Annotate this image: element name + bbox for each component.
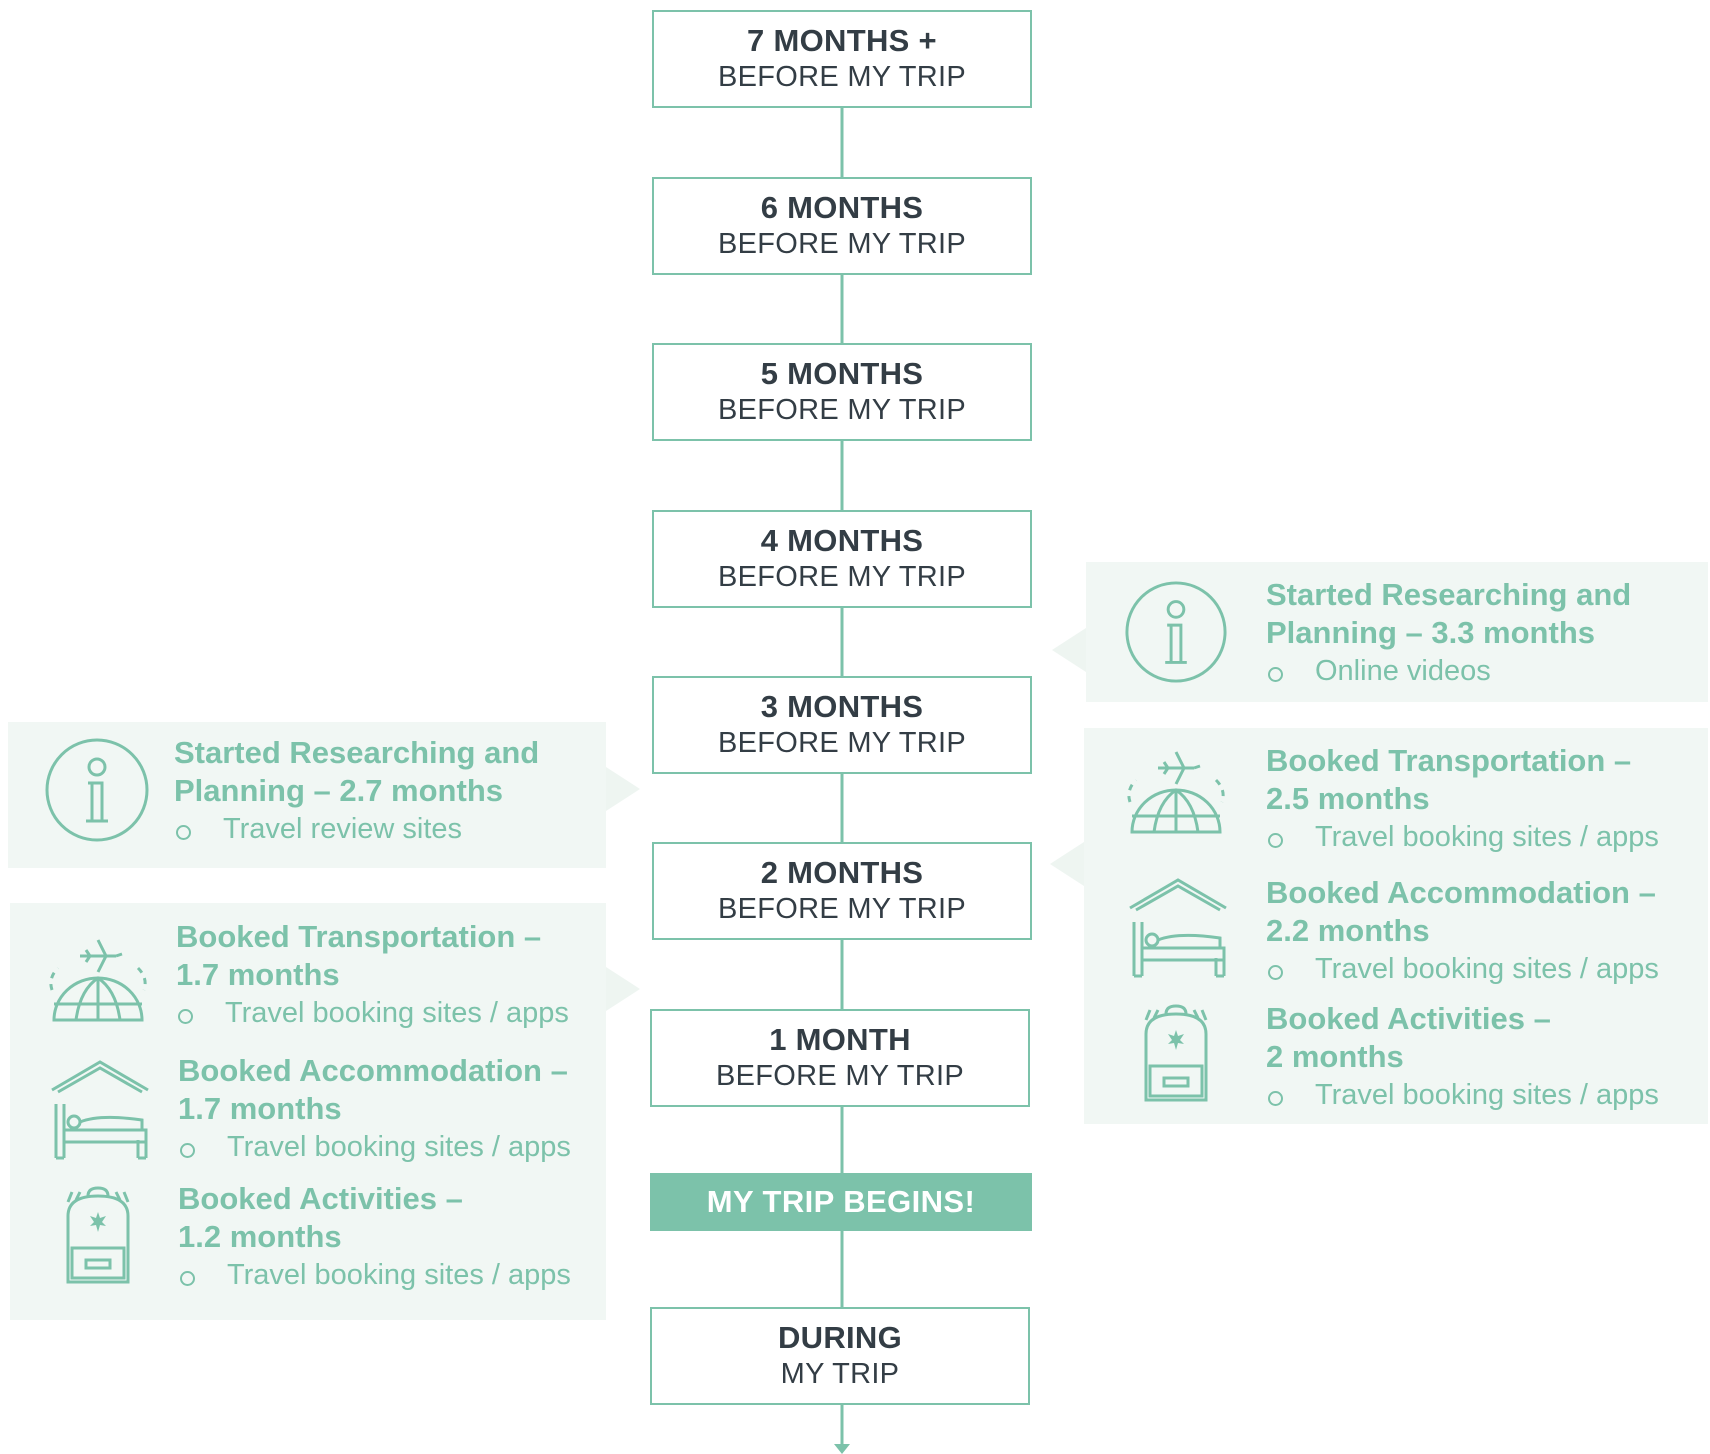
right-transportation-entry: Booked Transportation – 2.5 months Trave… bbox=[1266, 742, 1659, 856]
bed-icon bbox=[1128, 878, 1228, 978]
entry-source-text: Online videos bbox=[1315, 655, 1491, 687]
entry-source-text: Travel booking sites / apps bbox=[1315, 953, 1659, 985]
bullet-icon bbox=[180, 1270, 195, 1286]
info-icon bbox=[44, 737, 150, 843]
entry-title: Booked Accommodation – bbox=[1266, 875, 1656, 910]
entry-source: Travel booking sites / apps bbox=[176, 994, 569, 1032]
entry-title: Started Researching and bbox=[174, 735, 540, 770]
left-accommodation-entry: Booked Accommodation – 1.7 months Travel… bbox=[178, 1052, 571, 1166]
left-transportation-entry: Booked Transportation – 1.7 months Trave… bbox=[176, 918, 569, 1032]
right-booking-pointer bbox=[1050, 842, 1084, 886]
stage-title: 4 MONTHS bbox=[760, 523, 924, 558]
stage-title: 7 MONTHS + bbox=[747, 23, 937, 58]
entry-title: 1.2 months bbox=[178, 1219, 342, 1254]
stage-subtitle: BEFORE MY TRIP bbox=[715, 1060, 965, 1092]
trip-begins-banner: MY TRIP BEGINS! bbox=[650, 1173, 1032, 1231]
entry-title: Booked Activities – bbox=[178, 1181, 463, 1216]
entry-source-text: Travel booking sites / apps bbox=[227, 1259, 571, 1291]
entry-title: Planning – 2.7 months bbox=[174, 773, 503, 808]
bullet-icon bbox=[1268, 666, 1283, 682]
entry-title: 1.7 months bbox=[176, 957, 340, 992]
left-activities-entry: Booked Activities – 1.2 months Travel bo… bbox=[178, 1180, 571, 1294]
left-booking-pointer bbox=[606, 967, 640, 1011]
entry-title: 1.7 months bbox=[178, 1091, 342, 1126]
stage-subtitle: BEFORE MY TRIP bbox=[717, 61, 967, 93]
stage-3-months: 3 MONTHS BEFORE MY TRIP bbox=[652, 676, 1032, 774]
bullet-icon bbox=[176, 824, 191, 840]
entry-source-text: Travel booking sites / apps bbox=[1315, 1079, 1659, 1111]
entry-source-text: Travel review sites bbox=[223, 813, 463, 845]
entry-source: Travel booking sites / apps bbox=[1266, 950, 1659, 988]
stage-subtitle: BEFORE MY TRIP bbox=[717, 228, 967, 260]
stage-title: 5 MONTHS bbox=[760, 356, 924, 391]
entry-source: Travel booking sites / apps bbox=[1266, 818, 1659, 856]
entry-title: 2 months bbox=[1266, 1039, 1404, 1074]
stage-subtitle: BEFORE MY TRIP bbox=[717, 893, 967, 925]
right-research-entry: Started Researching and Planning – 3.3 m… bbox=[1266, 576, 1631, 690]
stage-title: 3 MONTHS bbox=[760, 689, 924, 724]
bullet-icon bbox=[1268, 832, 1283, 848]
right-research-pointer bbox=[1052, 628, 1086, 672]
left-research-pointer bbox=[606, 767, 640, 811]
entry-source: Travel review sites bbox=[174, 810, 539, 848]
left-research-panel bbox=[8, 722, 606, 868]
entry-source: Travel booking sites / apps bbox=[178, 1128, 571, 1166]
entry-title: Booked Transportation – bbox=[1266, 743, 1632, 778]
entry-source: Travel booking sites / apps bbox=[178, 1256, 571, 1294]
stage-title: 2 MONTHS bbox=[760, 855, 924, 890]
stage-subtitle: BEFORE MY TRIP bbox=[717, 727, 967, 759]
stage-2-months: 2 MONTHS BEFORE MY TRIP bbox=[652, 842, 1032, 940]
plane-globe-icon bbox=[46, 934, 150, 1022]
bullet-icon bbox=[1268, 964, 1283, 980]
entry-title: Booked Transportation – bbox=[176, 919, 542, 954]
entry-source-text: Travel booking sites / apps bbox=[1315, 821, 1659, 853]
right-accommodation-entry: Booked Accommodation – 2.2 months Travel… bbox=[1266, 874, 1659, 988]
bullet-icon bbox=[1268, 1090, 1283, 1106]
info-icon bbox=[1124, 580, 1228, 684]
left-booking-panel bbox=[10, 903, 606, 1320]
entry-source: Travel booking sites / apps bbox=[1266, 1076, 1659, 1114]
stage-4-months: 4 MONTHS BEFORE MY TRIP bbox=[652, 510, 1032, 608]
entry-source-text: Travel booking sites / apps bbox=[227, 1131, 571, 1163]
stage-during-trip: DURING MY TRIP bbox=[650, 1307, 1030, 1405]
stage-title: 6 MONTHS bbox=[760, 190, 924, 225]
entry-title: 2.2 months bbox=[1266, 913, 1430, 948]
entry-title: Started Researching and bbox=[1266, 577, 1632, 612]
stage-title: 1 MONTH bbox=[769, 1022, 911, 1057]
backpack-icon bbox=[62, 1186, 134, 1286]
entry-title: Planning – 3.3 months bbox=[1266, 615, 1595, 650]
bullet-icon bbox=[178, 1008, 193, 1024]
stage-subtitle: BEFORE MY TRIP bbox=[717, 394, 967, 426]
stage-1-month: 1 MONTH BEFORE MY TRIP bbox=[650, 1009, 1030, 1107]
entry-title: Booked Activities – bbox=[1266, 1001, 1551, 1036]
stage-subtitle: MY TRIP bbox=[780, 1358, 900, 1390]
entry-source-text: Travel booking sites / apps bbox=[225, 997, 569, 1029]
entry-source: Online videos bbox=[1266, 652, 1631, 690]
stage-5-months: 5 MONTHS BEFORE MY TRIP bbox=[652, 343, 1032, 441]
stage-title: DURING bbox=[777, 1320, 903, 1355]
timeline-arrow-head bbox=[834, 1444, 850, 1454]
entry-title: Booked Accommodation – bbox=[178, 1053, 568, 1088]
right-booking-panel bbox=[1084, 728, 1708, 1124]
bullet-icon bbox=[180, 1142, 195, 1158]
right-activities-entry: Booked Activities – 2 months Travel book… bbox=[1266, 1000, 1659, 1114]
stage-subtitle: BEFORE MY TRIP bbox=[717, 561, 967, 593]
stage-6-months: 6 MONTHS BEFORE MY TRIP bbox=[652, 177, 1032, 275]
bed-icon bbox=[50, 1060, 150, 1160]
backpack-icon bbox=[1140, 1004, 1212, 1104]
plane-globe-icon bbox=[1124, 746, 1228, 834]
stage-7-months: 7 MONTHS + BEFORE MY TRIP bbox=[652, 10, 1032, 108]
entry-title: 2.5 months bbox=[1266, 781, 1430, 816]
